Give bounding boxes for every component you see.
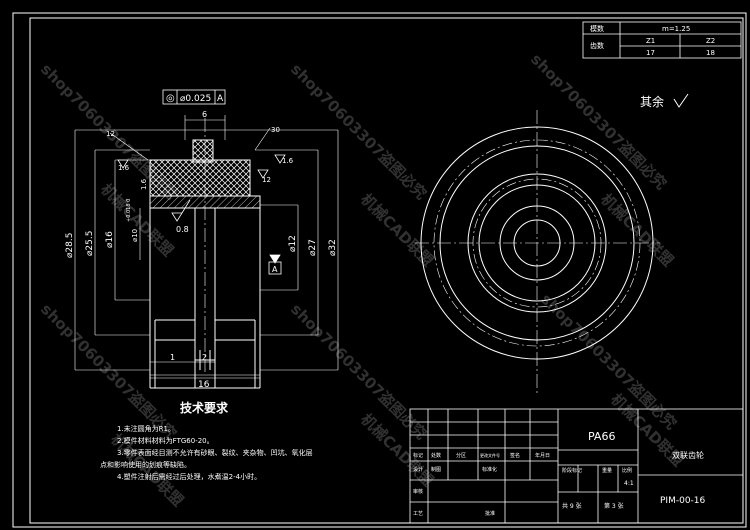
title-header-standard: 标准化 <box>482 466 497 473</box>
tech-item: 3.零件表面经目测不允许有砂眼、裂纹、夹杂物、凹坑、氧化层 <box>117 448 313 457</box>
dim-chamfer-right: 30 <box>271 126 280 134</box>
title-header-scale: 比例 <box>622 467 632 474</box>
watermark-text: shop70603307盗图必究 <box>287 60 430 203</box>
title-header-process: 工艺 <box>413 511 423 517</box>
tech-item: 1.未注圆角为R1。 <box>117 424 175 433</box>
roughness-08: 0.8 <box>176 225 189 234</box>
title-header-sign: 签名 <box>510 452 520 459</box>
outer-frame <box>12 12 747 528</box>
roughness-16b: 1.6 <box>282 157 294 165</box>
gear-table-modulus-value: m=1.25 <box>662 25 690 33</box>
dim-d12: ⌀12 <box>288 235 298 252</box>
title-sheet-total: 共 9 张 <box>562 502 582 510</box>
dim-2: 2 <box>202 353 207 362</box>
title-material: PA66 <box>588 430 615 443</box>
tech-item: 4.塑件注射后需经过后处理，水煮温2-4小时。 <box>117 472 261 481</box>
title-header-weight: 重量 <box>602 467 612 474</box>
title-header-change-doc: 更改文件号 <box>480 452 500 458</box>
gdt-datum: A <box>217 94 224 104</box>
title-scale: 4:1 <box>624 480 634 487</box>
title-part-name: 双联齿轮 <box>672 450 704 460</box>
roughness-others-label: 其余 <box>640 94 664 109</box>
dim-d32: ⌀32 <box>328 239 338 256</box>
dim-chamfer-left: 12 <box>106 130 115 138</box>
title-header-zone: 分区 <box>456 452 466 459</box>
dim-1: 1 <box>170 353 175 362</box>
dim-width-6: 6 <box>202 110 207 119</box>
watermark-text: shop70603307盗图必究 <box>537 290 680 433</box>
dim-d10-tol: +0.018 0 <box>126 199 132 222</box>
title-header-approve: 批准 <box>485 510 495 517</box>
dim-d16: ⌀16 <box>105 231 115 248</box>
gdt-tolerance: ⌀0.025 <box>180 94 211 104</box>
roughness-16a: 1.6 <box>118 164 130 172</box>
roughness-12: 12 <box>262 176 271 184</box>
gear-table-z2-header: Z2 <box>706 37 715 45</box>
gdt-symbol: ◎ <box>166 93 175 104</box>
dim-16-length: 16 <box>198 380 210 390</box>
gear-table-z1-header: Z1 <box>646 37 655 45</box>
title-header-drawn: 制图 <box>431 466 441 473</box>
title-header-date: 年月日 <box>535 452 550 459</box>
title-drawing-no: PIM-00-16 <box>660 496 706 506</box>
inner-frame <box>29 17 744 524</box>
title-header-stage: 阶段标记 <box>562 467 582 474</box>
dim-d27: ⌀27 <box>308 239 318 256</box>
title-sheet-no: 第 3 张 <box>604 502 624 510</box>
roughness-16c: 1.6 <box>140 178 148 190</box>
gear-table-z2-value: 18 <box>706 49 715 57</box>
title-header-marking: 标记 <box>413 452 423 459</box>
gear-table-z1-value: 17 <box>646 49 655 57</box>
gear-table-modulus-label: 模数 <box>590 24 604 33</box>
gear-table-teeth-label: 齿数 <box>590 41 604 50</box>
title-header-design: 设计 <box>413 466 423 473</box>
front-view <box>415 110 660 395</box>
watermark-text: shop70603307盗图必究 <box>37 300 180 443</box>
tech-title: 技术要求 <box>180 400 229 415</box>
dim-d10: ⌀10 <box>131 229 139 242</box>
watermark-text: 机械CAD联盟 <box>597 190 677 270</box>
watermark-text: 机械CAD联盟 <box>357 190 437 270</box>
gear-parameter-table <box>582 21 742 59</box>
watermark-text: shop70603307盗图必究 <box>527 50 670 193</box>
tech-item: 2.模件材料材料为FTG60-20。 <box>117 436 214 445</box>
tech-item: 点和影响使用的划痕等缺陷。 <box>100 460 191 469</box>
title-header-review: 审核 <box>413 488 423 495</box>
title-header-count: 处数 <box>431 452 441 459</box>
title-block <box>409 408 744 524</box>
roughness-others-symbol <box>673 93 689 108</box>
dim-d25-5: ⌀25.5 <box>85 231 95 256</box>
datum-label-a: A <box>272 265 278 274</box>
section-view <box>74 89 339 389</box>
dim-d28-5: ⌀28.5 <box>65 233 75 258</box>
